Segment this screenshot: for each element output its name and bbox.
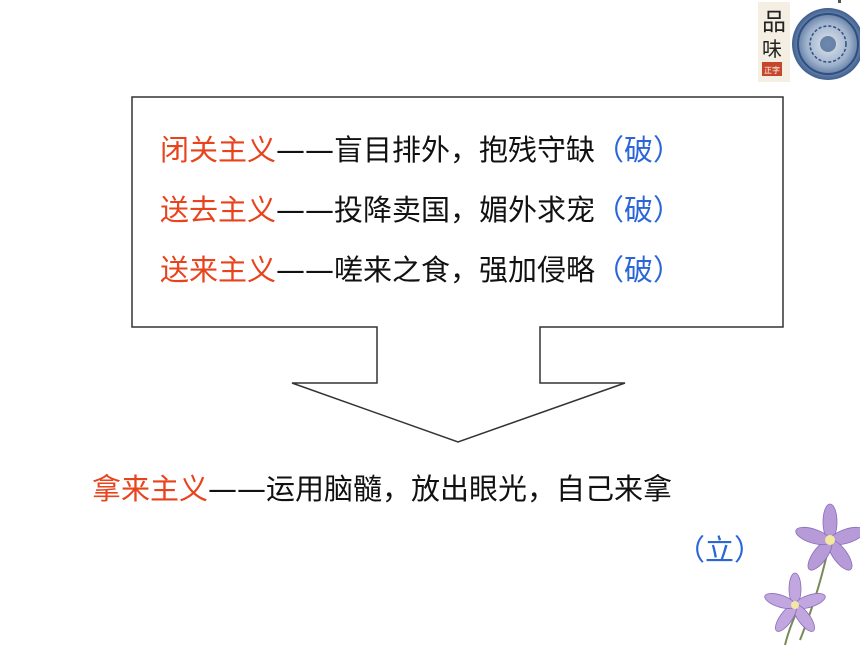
term-biguan: 闭关主义 (160, 133, 277, 167)
plate-ring (797, 13, 859, 75)
logo: 品 味 正字 (748, 0, 860, 92)
dash: —— (276, 193, 335, 227)
verdict-songqu: （破） (595, 193, 683, 227)
dash: —— (276, 133, 335, 167)
logo-graphic: 品 味 正字 (758, 2, 860, 82)
seal-text: 正字 (764, 65, 780, 75)
term-songlai: 送来主义 (160, 253, 277, 287)
callout-line-2: 送去主义——投降卖国，媚外求宠（破） (160, 193, 682, 227)
conclusion-line: 拿来主义——运用脑髓，放出眼光，自己来拿 (92, 472, 672, 506)
description-nalai: 运用脑髓，放出眼光，自己来拿 (266, 472, 673, 506)
logo-char-2: 味 (762, 37, 782, 61)
seal-stamp (762, 62, 782, 76)
flower-icon (764, 503, 860, 646)
logo-char-1: 品 (762, 8, 786, 36)
description-biguan: 盲目排外，抱残守缺 (334, 133, 596, 167)
verdict-songlai: （破） (595, 253, 683, 287)
term-songqu: 送去主义 (160, 193, 277, 227)
verdict-biguan: （破） (595, 133, 683, 167)
description-songqu: 投降卖国，媚外求宠 (334, 193, 596, 227)
description-songlai: 嗟来之食，强加侵略 (334, 253, 596, 287)
corner-dot (838, 0, 841, 3)
callout-line-3: 送来主义——嗟来之食，强加侵略（破） (160, 253, 682, 287)
plate-pattern (809, 25, 847, 63)
flower-decoration (760, 500, 860, 646)
dash: —— (208, 472, 267, 506)
term-nalai: 拿来主义 (92, 472, 209, 506)
callout-outline (131, 96, 784, 443)
callout-line-1: 闭关主义——盲目排外，抱残守缺（破） (160, 133, 682, 167)
dash: —— (276, 253, 335, 287)
plate-center (820, 36, 836, 52)
verdict-nalai: （立） (676, 533, 764, 567)
